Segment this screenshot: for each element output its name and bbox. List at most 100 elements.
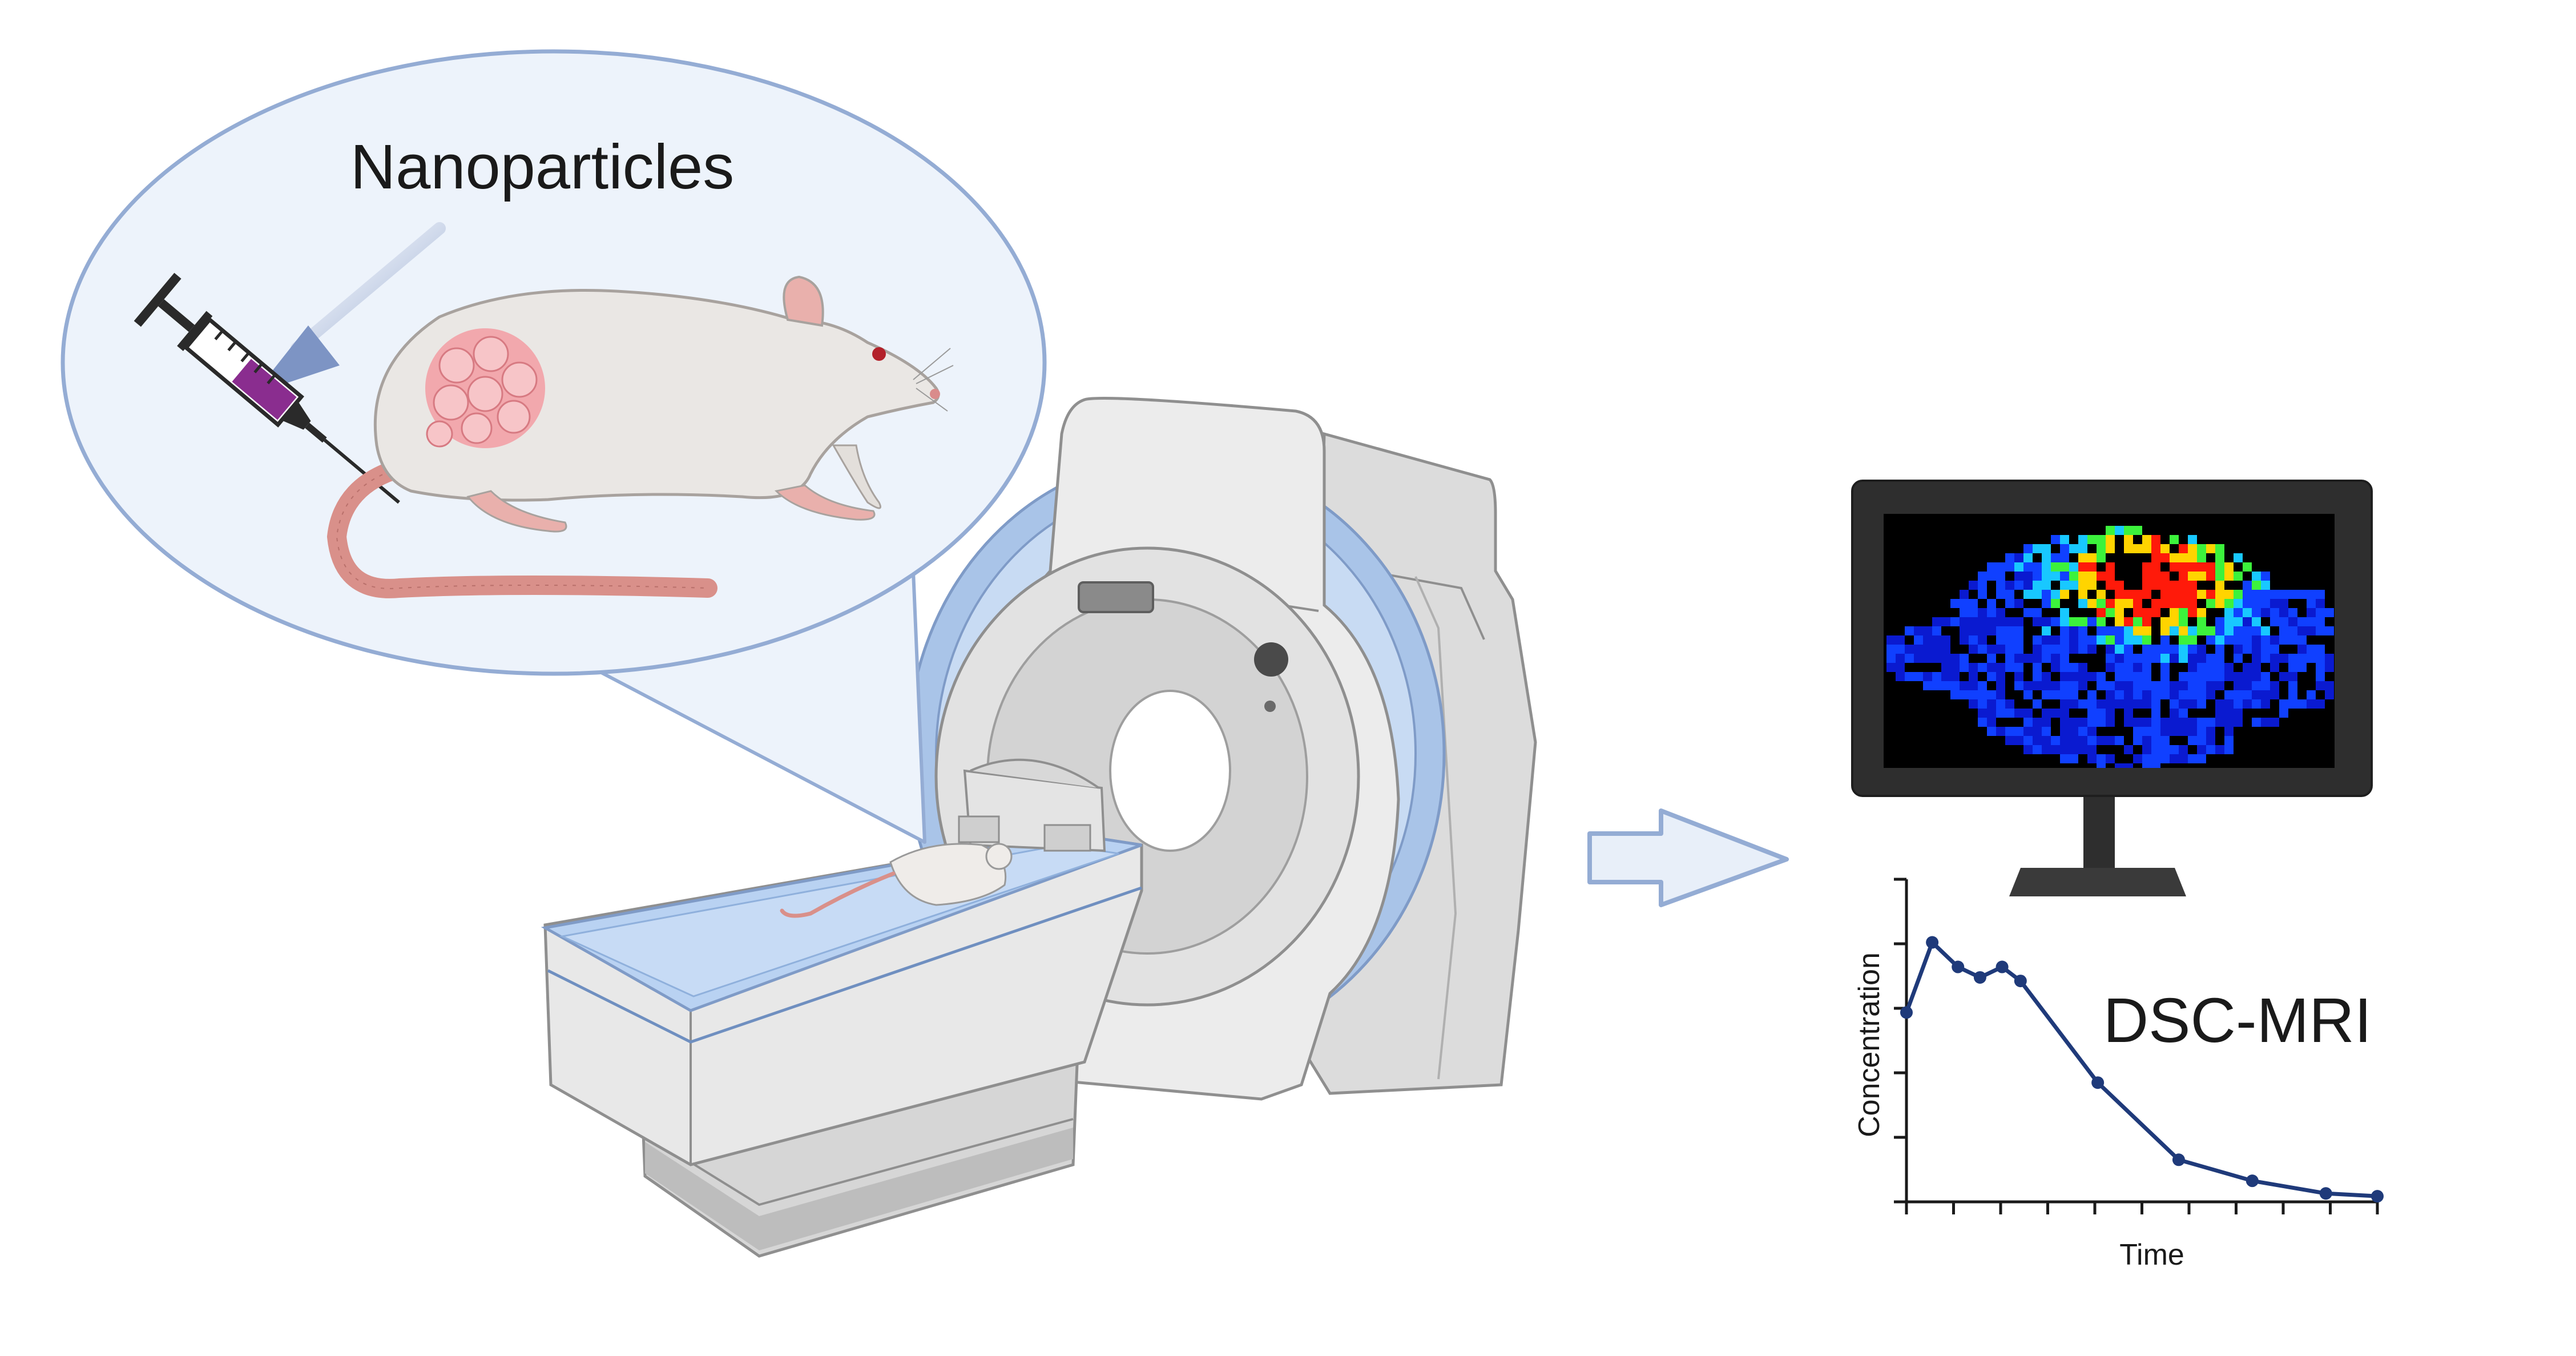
heatmap-pixel — [2051, 709, 2060, 718]
heatmap-pixel — [2014, 626, 2023, 635]
heatmap-pixel — [2142, 645, 2151, 654]
heatmap-pixel — [2243, 635, 2252, 645]
heatmap-pixel — [2224, 718, 2234, 727]
heatmap-pixel — [1950, 617, 1960, 626]
heatmap-pixel — [2106, 526, 2115, 535]
heatmap-pixel — [2106, 754, 2115, 763]
heatmap-pixel — [2224, 745, 2234, 754]
heatmap-pixel — [2106, 709, 2115, 718]
heatmap-pixel — [1923, 654, 1932, 663]
heatmap-pixel — [2170, 709, 2179, 718]
heatmap-pixel — [2261, 572, 2270, 581]
heatmap-pixel — [1950, 663, 1960, 672]
heatmap-pixel — [2261, 690, 2270, 699]
heatmap-pixel — [2014, 736, 2023, 745]
heatmap-pixel — [2133, 654, 2142, 663]
heatmap-pixel — [2170, 599, 2179, 608]
heatmap-pixel — [2142, 699, 2151, 709]
heatmap-pixel — [2124, 663, 2133, 672]
heatmap-pixel — [2197, 681, 2206, 690]
heatmap-pixel — [1987, 562, 1996, 572]
heatmap-pixel — [2142, 544, 2151, 553]
heatmap-pixel — [2234, 590, 2243, 599]
heatmap-pixel — [2224, 562, 2234, 572]
heatmap-pixel — [2179, 544, 2188, 553]
heatmap-pixel — [2060, 709, 2069, 718]
heatmap-pixel — [2115, 590, 2124, 599]
heatmap-pixel — [2160, 626, 2170, 635]
heatmap-pixel — [2005, 727, 2014, 736]
heatmap-pixel — [2224, 736, 2234, 745]
data-point-6 — [2091, 1076, 2105, 1089]
heatmap-pixel — [2206, 654, 2215, 663]
data-point-1 — [1926, 936, 1939, 949]
heatmap-pixel — [2160, 581, 2170, 590]
heatmap-pixel — [1996, 727, 2005, 736]
heatmap-pixel — [1996, 562, 2005, 572]
heatmap-pixel — [2170, 690, 2179, 699]
data-point-8 — [2246, 1174, 2259, 1188]
heatmap-pixel — [2188, 626, 2197, 635]
heatmap-pixel — [2179, 727, 2188, 736]
heatmap-pixel — [1905, 654, 1914, 663]
heatmap-pixel — [2078, 635, 2087, 645]
heatmap-pixel — [2316, 672, 2325, 681]
heatmap-pixel — [2197, 562, 2206, 572]
heatmap-pixel — [2078, 745, 2087, 754]
heatmap-pixel — [2160, 590, 2170, 599]
heatmap-pixel — [2097, 709, 2106, 718]
heatmap-pixel — [1960, 690, 1969, 699]
heatmap-pixel — [2151, 727, 2160, 736]
heatmap-pixel — [1941, 681, 1950, 690]
data-point-10 — [2371, 1190, 2384, 1203]
heatmap-pixel — [2179, 590, 2188, 599]
heatmap-pixel — [2307, 654, 2316, 663]
heatmap-pixel — [2078, 736, 2087, 745]
heatmap-pixel — [2179, 754, 2188, 763]
heatmap-pixel — [2170, 681, 2179, 690]
heatmap-pixel — [2115, 526, 2124, 535]
heatmap-pixel — [2051, 736, 2060, 745]
heatmap-pixel — [2197, 745, 2206, 754]
heatmap-pixel — [2197, 590, 2206, 599]
heatmap-pixel — [2069, 754, 2078, 763]
heatmap-pixel — [2023, 608, 2033, 617]
heatmap-pixel — [2106, 663, 2115, 672]
heatmap-pixel — [2033, 745, 2042, 754]
heatmap-pixel — [2115, 672, 2124, 681]
heatmap-pixel — [2087, 718, 2097, 727]
heatmap-pixel — [1969, 599, 1978, 608]
heatmap-pixel — [2234, 572, 2243, 581]
heatmap-pixel — [2206, 590, 2215, 599]
heatmap-pixel — [2133, 617, 2142, 626]
heatmap-pixel — [2179, 681, 2188, 690]
heatmap-pixel — [2078, 535, 2087, 544]
heatmap-pixel — [2252, 581, 2261, 590]
heatmap-pixel — [2115, 690, 2124, 699]
heatmap-pixel — [2197, 663, 2206, 672]
heatmap-pixel — [1978, 718, 1987, 727]
heatmap-pixel — [2133, 699, 2142, 709]
heatmap-pixel — [2151, 736, 2160, 745]
heatmap-pixel — [2069, 727, 2078, 736]
heatmap-pixel — [2160, 672, 2170, 681]
heatmap-pixel — [1932, 645, 1941, 654]
heatmap-pixel — [2252, 663, 2261, 672]
heatmap-pixel — [2234, 599, 2243, 608]
heatmap-pixel — [2151, 645, 2160, 654]
heatmap-pixel — [2078, 672, 2087, 681]
heatmap-pixel — [2133, 718, 2142, 727]
heatmap-pixel — [2206, 672, 2215, 681]
heatmap-pixel — [2170, 590, 2179, 599]
heatmap-pixel — [2087, 754, 2097, 763]
heatmap-pixel — [2261, 718, 2270, 727]
heatmap-pixel — [2297, 645, 2307, 654]
heatmap-pixel — [1987, 608, 1996, 617]
heatmap-pixel — [2188, 599, 2197, 608]
heatmap-pixel — [2051, 617, 2060, 626]
heatmap-pixel — [2087, 745, 2097, 754]
heatmap-pixel — [2097, 572, 2106, 581]
heatmap-pixel — [2014, 599, 2023, 608]
heatmap-pixel — [2060, 562, 2069, 572]
heatmap-pixel — [2124, 654, 2133, 663]
